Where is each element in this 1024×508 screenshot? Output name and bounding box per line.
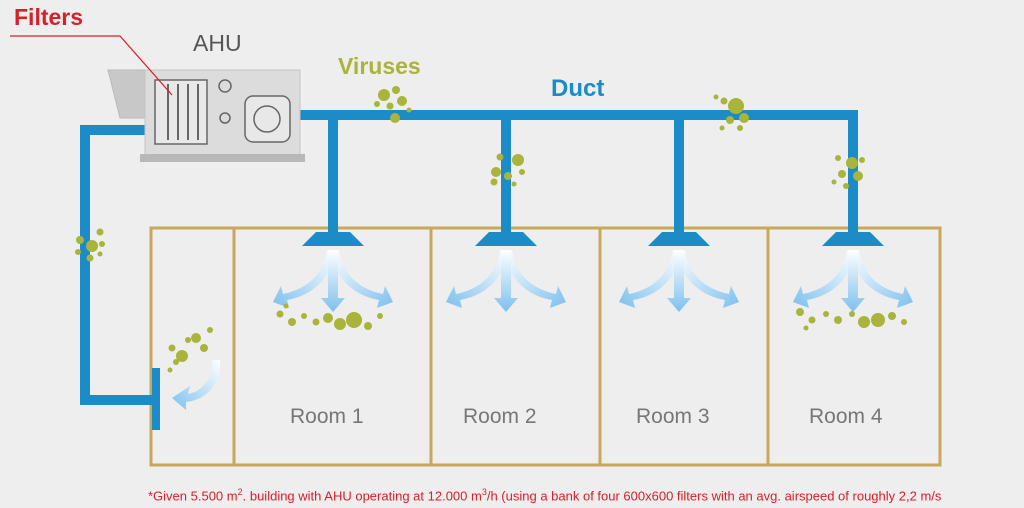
sensor-icon [219,112,231,124]
virus-cluster-icon [75,228,105,262]
virus-cluster-icon [276,303,383,330]
diffuser-icon [648,232,710,246]
virus-cluster-icon [374,86,412,123]
footnote-part2: . building with AHU operating at 12.000 … [242,488,482,504]
virus-cluster-icon [490,153,525,187]
virus-cluster-icon [713,94,749,131]
room-4-label: Room 4 [809,405,883,428]
diffuser-icon [475,232,537,246]
room-2-label: Room 2 [463,405,537,428]
ahu-unit [107,69,305,162]
virus-cluster-icon [167,327,213,373]
airflow-icon [273,250,393,312]
airflow-icon [619,250,739,312]
filter-bank-icon [154,79,208,145]
virus-clusters [75,86,907,373]
airflow-icon [793,250,913,312]
footnote-part1: *Given 5.500 m [148,488,238,504]
footnote-sup1: 2 [237,487,243,497]
virus-cluster-icon [796,308,907,331]
virus-cluster-icon [831,155,865,189]
rooms-building [149,226,942,467]
diffuser-icon [822,232,884,246]
footnote: *Given 5.500 m2. building with AHU opera… [148,487,941,503]
footnote-sup2: 3 [481,487,487,497]
duct-label: Duct [551,75,605,102]
ahu-label: AHU [193,30,242,56]
airflow-arrows [172,250,913,410]
fan-housing-icon [244,95,291,143]
supply-duct [291,110,858,235]
room-1-label: Room 1 [290,405,364,428]
filters-pointer-line [10,35,173,96]
filters-label: Filters [14,4,84,30]
viruses-label: Viruses [338,53,421,79]
duct-network [80,110,858,405]
return-airflow-icon [172,360,221,410]
ahu-base [140,154,305,162]
sensor-icon [218,79,232,93]
building-outline [149,226,942,467]
diffusers [302,232,884,246]
diffuser-icon [302,232,364,246]
room-3-label: Room 3 [636,405,710,428]
return-duct [80,125,157,405]
return-grille [152,368,160,430]
airflow-icon [446,250,566,312]
fan-icon [253,105,281,133]
footnote-part3: /h (using a bank of four 600x600 filters… [486,488,942,504]
